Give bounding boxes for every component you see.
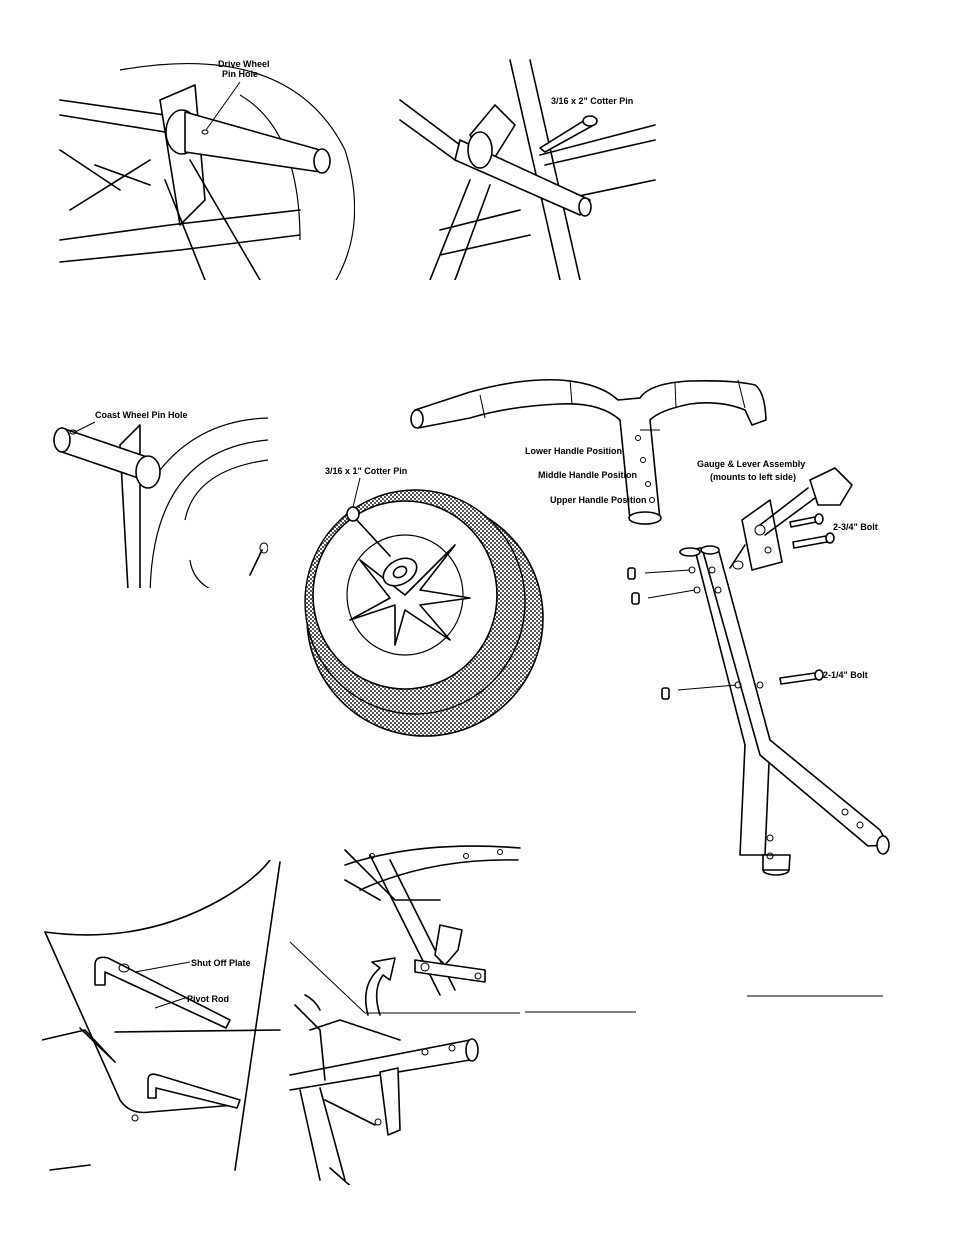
drive-wheel-leader-line — [205, 81, 241, 131]
handle-assembly-illustration — [410, 378, 890, 876]
gauge-lever-mount-note: (mounts to left side) — [710, 472, 796, 482]
lever-detail-lower-illustration — [289, 994, 479, 1185]
drive-wheel-axle-illustration — [59, 63, 355, 280]
lower-handle-position-label: Lower Handle Position — [525, 446, 622, 456]
pivot-rod-label: Pivot Rod — [187, 994, 229, 1004]
shut-off-plate-label: Shut Off Plate — [191, 958, 251, 968]
drive-wheel-label: Drive Wheel — [218, 59, 270, 69]
wheel-assembly-illustration — [304, 489, 544, 737]
middle-handle-position-label: Middle Handle Position — [538, 470, 637, 480]
coast-wheel-axle-illustration — [53, 417, 268, 588]
bolt-2-3-4-label: 2-3/4" Bolt — [833, 522, 878, 532]
cotter-pin-2in-label: 3/16 x 2" Cotter Pin — [551, 96, 633, 106]
coast-wheel-pin-hole-label: Coast Wheel Pin Hole — [95, 410, 188, 420]
panel-divider-left — [289, 941, 366, 1014]
coast-wheel-leader-line — [74, 421, 96, 433]
cotter-pin-1in-label: 3/16 x 1" Cotter Pin — [325, 466, 407, 476]
upper-handle-position-label: Upper Handle Position — [550, 495, 647, 505]
cotter-pin-axle-illustration — [399, 59, 656, 280]
cotter-pin-1in-leader-line — [352, 477, 361, 508]
pivot-rod-leader — [154, 997, 186, 1009]
shut-off-plate-leader — [134, 961, 191, 973]
shut-off-plate-illustration — [42, 860, 281, 1171]
pin-hole-label: Pin Hole — [222, 69, 258, 79]
gauge-lever-assembly-label: Gauge & Lever Assembly — [697, 459, 805, 469]
bolt-2-1-4-label: 2-1/4" Bolt — [823, 670, 868, 680]
lever-detail-upper-illustration — [344, 845, 521, 1016]
